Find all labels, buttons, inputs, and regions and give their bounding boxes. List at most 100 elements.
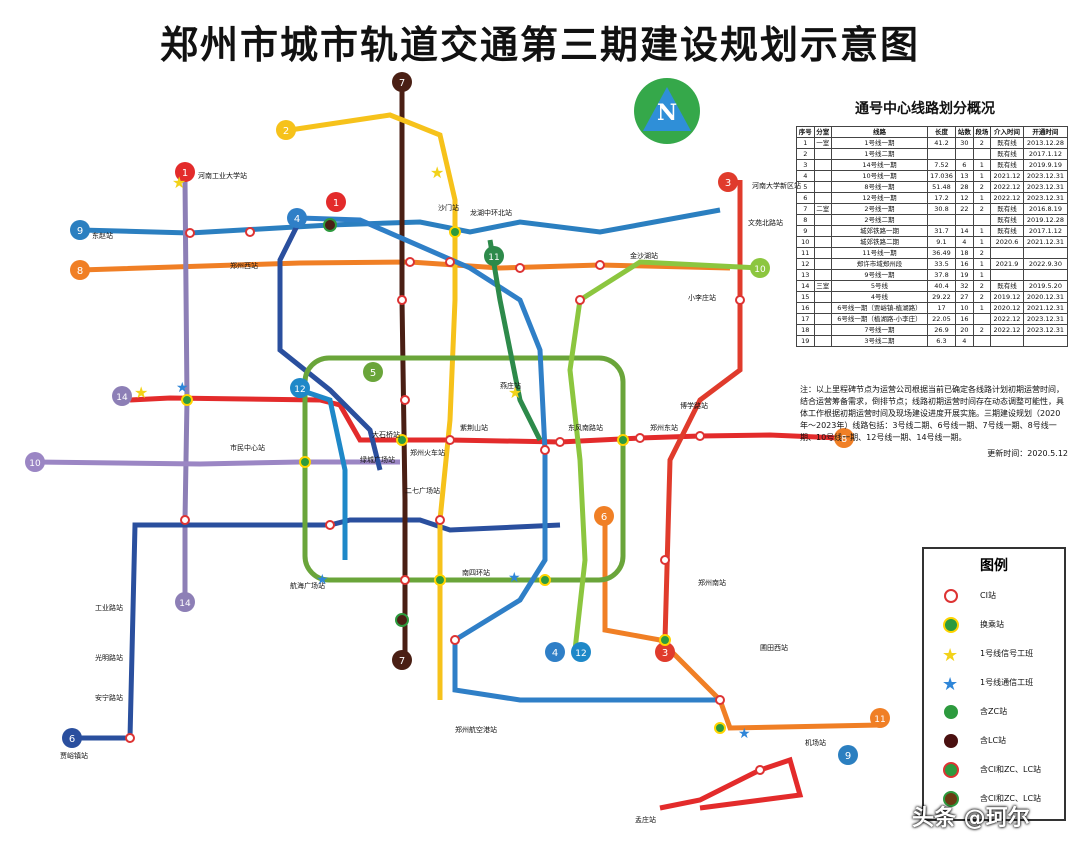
table-cell: 6号线一期（植湖路-小李庄） bbox=[831, 313, 928, 325]
table-cell: 既有线 bbox=[990, 137, 1024, 149]
legend-label: 含ZC站 bbox=[980, 707, 1008, 716]
table-cell: 18 bbox=[796, 324, 815, 336]
table-cell: 三室 bbox=[813, 280, 833, 292]
line-badge: 2 bbox=[283, 126, 289, 137]
legend-item: 含CI和ZC、LC站 bbox=[924, 784, 1064, 813]
footnote: 注：以上里程碑节点为运营公司根据当前已确定各线路计划初期运营时间，结合运营筹备需… bbox=[800, 384, 1068, 460]
map-title: 郑州市城市轨道交通第三期建设规划示意图 bbox=[159, 22, 920, 67]
line-1-path bbox=[129, 395, 841, 445]
station-label: 机场站 bbox=[805, 738, 826, 747]
table-cell: 2019.12 bbox=[990, 291, 1024, 303]
table-cell: 2019.12.28 bbox=[1022, 214, 1069, 226]
table-cell: 3号线二期 bbox=[831, 335, 928, 347]
station-label: 河南大学新区站 bbox=[752, 181, 801, 190]
line-7-path bbox=[399, 82, 408, 660]
table-cell: 1号线二期 bbox=[831, 148, 928, 160]
table-cell: 3 bbox=[796, 159, 815, 171]
table-cell bbox=[813, 247, 833, 259]
table-header-cell: 段场 bbox=[972, 126, 992, 138]
table-cell: 2021.12 bbox=[990, 170, 1024, 182]
table-cell: 17.036 bbox=[926, 170, 957, 182]
table-cell: 一室 bbox=[813, 137, 833, 149]
table-cell: 2 bbox=[972, 247, 992, 259]
station-label: 工业路站 bbox=[95, 603, 123, 612]
line-badge: 7 bbox=[399, 656, 405, 667]
table-cell: 既有线 bbox=[990, 280, 1024, 292]
table-cell: 33.5 bbox=[926, 258, 957, 270]
table-cell: 既有线 bbox=[990, 225, 1024, 237]
north-arrow: N bbox=[634, 78, 700, 144]
table-cell: 既有线 bbox=[990, 159, 1024, 171]
table-cell: 2 bbox=[972, 280, 992, 292]
table-cell: 7号线一期 bbox=[831, 324, 928, 336]
table-cell: 10 bbox=[955, 302, 974, 314]
table-cell: 20 bbox=[955, 324, 974, 336]
table-cell: 1 bbox=[972, 170, 992, 182]
table-cell: 既有线 bbox=[990, 203, 1024, 215]
table-cell bbox=[813, 192, 833, 204]
table-cell: 2 bbox=[972, 203, 992, 215]
table-cell: 2023.12.31 bbox=[1022, 324, 1069, 336]
lc-station-icon bbox=[936, 730, 966, 752]
line-6-path bbox=[72, 517, 561, 741]
signal-team-star-icon: ★ bbox=[172, 173, 186, 192]
table-cell bbox=[813, 335, 833, 347]
legend-title: 图例 bbox=[980, 558, 1008, 574]
table-cell: 1 bbox=[972, 269, 992, 281]
table-cell: 9号线一期 bbox=[831, 269, 928, 281]
table-cell bbox=[813, 258, 833, 270]
table-cell: 15 bbox=[796, 291, 815, 303]
table-cell bbox=[813, 225, 833, 237]
zc-station-icon bbox=[936, 701, 966, 723]
table-cell: 17.2 bbox=[926, 192, 957, 204]
table-cell: 17 bbox=[796, 313, 815, 325]
table-header-cell: 站数 bbox=[955, 126, 974, 138]
signal-team-star-icon: ★ bbox=[134, 383, 148, 402]
station-label: 文苑北路站 bbox=[748, 218, 783, 227]
table-cell: 32 bbox=[955, 280, 974, 292]
table-header-cell: 长度 bbox=[926, 126, 957, 138]
table-cell: 2020.12.31 bbox=[1022, 291, 1069, 303]
badge-layer: 1 7 2 4 9 8 6 12 10 14 5 3 11 1 8 3 7 14… bbox=[25, 72, 890, 765]
table-cell bbox=[990, 335, 1024, 347]
table-cell: 13 bbox=[955, 170, 974, 182]
north-arrow-icon bbox=[643, 87, 691, 131]
table-cell: 16 bbox=[796, 302, 815, 314]
legend-item: CI站 bbox=[924, 581, 1064, 610]
table-cell: 既有线 bbox=[990, 148, 1024, 160]
table-header-cell: 介入时间 bbox=[990, 126, 1024, 138]
table-cell bbox=[926, 214, 957, 226]
table-cell: 9.1 bbox=[926, 236, 957, 248]
table-cell: 2022.12 bbox=[990, 192, 1024, 204]
table-cell bbox=[972, 148, 992, 160]
table-cell: 41.2 bbox=[926, 137, 957, 149]
comm-team-star-icon: ★ bbox=[936, 672, 966, 695]
table-cell bbox=[1022, 269, 1069, 281]
table-cell: 5 bbox=[796, 181, 815, 193]
legend-item: 含CI和ZC、LC站 bbox=[924, 755, 1064, 784]
station-label: 孟庄站 bbox=[635, 815, 656, 824]
legend-item: 换乘站 bbox=[924, 610, 1064, 639]
table-cell bbox=[813, 324, 833, 336]
legend-label: 含CI和ZC、LC站 bbox=[980, 794, 1042, 803]
table-cell: 2021.12.31 bbox=[1022, 236, 1069, 248]
line-badge: 6 bbox=[69, 734, 75, 745]
table-cell bbox=[813, 269, 833, 281]
legend-item: ★ 1号线通信工班 bbox=[924, 668, 1064, 697]
footnote-text: 注：以上里程碑节点为运营公司根据当前已确定各线路计划初期运营时间，结合运营筹备需… bbox=[800, 385, 1064, 442]
line-14-path bbox=[182, 179, 190, 600]
table-cell: 16 bbox=[955, 258, 974, 270]
table-header-cell: 开通时间 bbox=[1022, 126, 1069, 138]
station-label: 郑州航空港站 bbox=[455, 725, 497, 734]
station-label: 紫荆山站 bbox=[460, 423, 488, 432]
table-cell: 6 bbox=[955, 159, 974, 171]
comm-team-star-icon: ★ bbox=[508, 570, 521, 586]
